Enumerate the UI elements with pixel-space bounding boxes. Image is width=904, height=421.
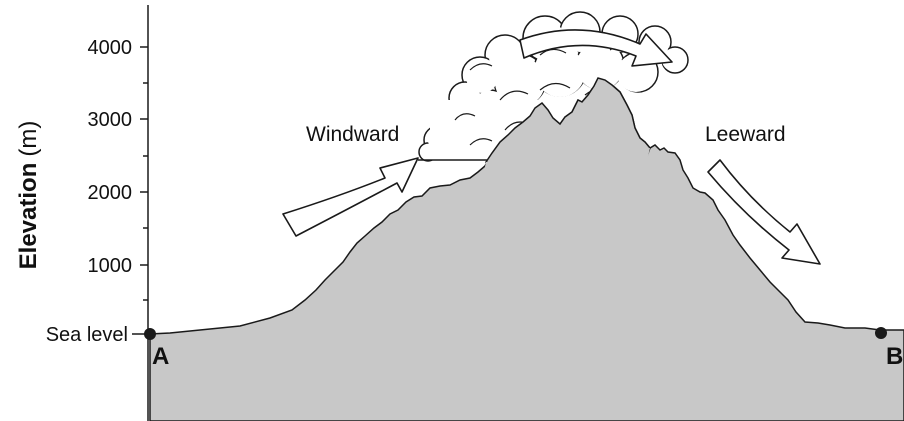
y-axis-title: Elevation (m) <box>15 121 42 270</box>
tick-label-1000: 1000 <box>88 255 133 277</box>
y-axis-title-text: Elevation <box>15 163 42 270</box>
point-b-marker <box>875 327 887 339</box>
windward-label: Windward <box>306 123 399 146</box>
y-axis-unit: (m) <box>15 121 42 157</box>
tick-label-2000: 2000 <box>88 182 133 204</box>
point-a-label: A <box>152 343 169 370</box>
point-b-label: B <box>886 343 903 370</box>
tick-label-sea-level: Sea level <box>46 324 128 346</box>
tick-label-4000: 4000 <box>88 37 133 59</box>
y-axis <box>132 5 150 421</box>
leeward-label: Leeward <box>705 123 786 146</box>
point-a-marker <box>144 328 156 340</box>
tick-label-3000: 3000 <box>88 109 133 131</box>
